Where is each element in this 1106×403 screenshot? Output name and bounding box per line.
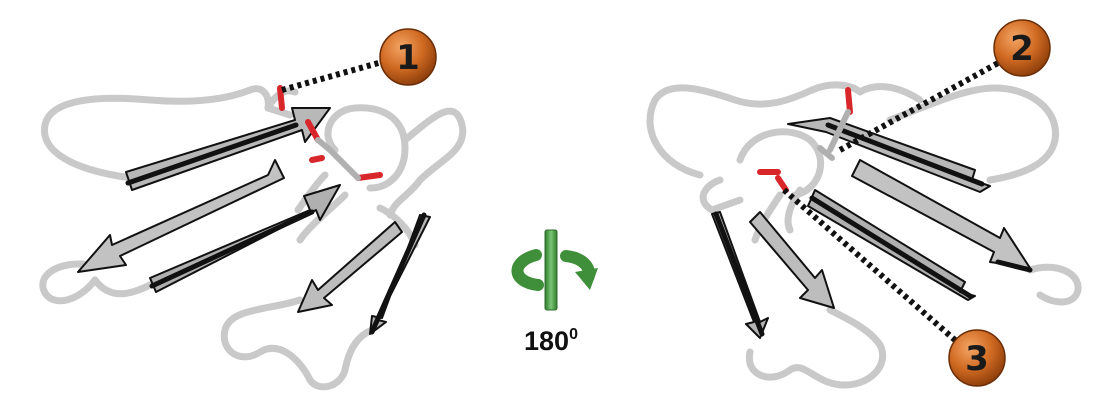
badge-1-label: 1: [396, 38, 420, 78]
rotate-axis-icon: [517, 230, 598, 310]
rotation-label: 1800: [524, 326, 578, 356]
protein-view-left: 1: [43, 29, 463, 387]
badge-2: 2: [994, 20, 1050, 76]
protein-view-right: 2 3: [650, 20, 1078, 386]
rotation-number: 180: [524, 326, 569, 356]
badge-1: 1: [380, 29, 436, 85]
badge-3: 3: [949, 330, 1005, 386]
rotation-unit: 0: [569, 326, 578, 343]
badge-3-label: 3: [965, 339, 989, 379]
badge-2-label: 2: [1010, 29, 1034, 69]
pointer-line-2: [840, 62, 1000, 150]
pointer-line-1: [282, 62, 382, 90]
beta-strands-right: [712, 118, 1030, 338]
rotation-indicator: 1800: [517, 230, 598, 356]
